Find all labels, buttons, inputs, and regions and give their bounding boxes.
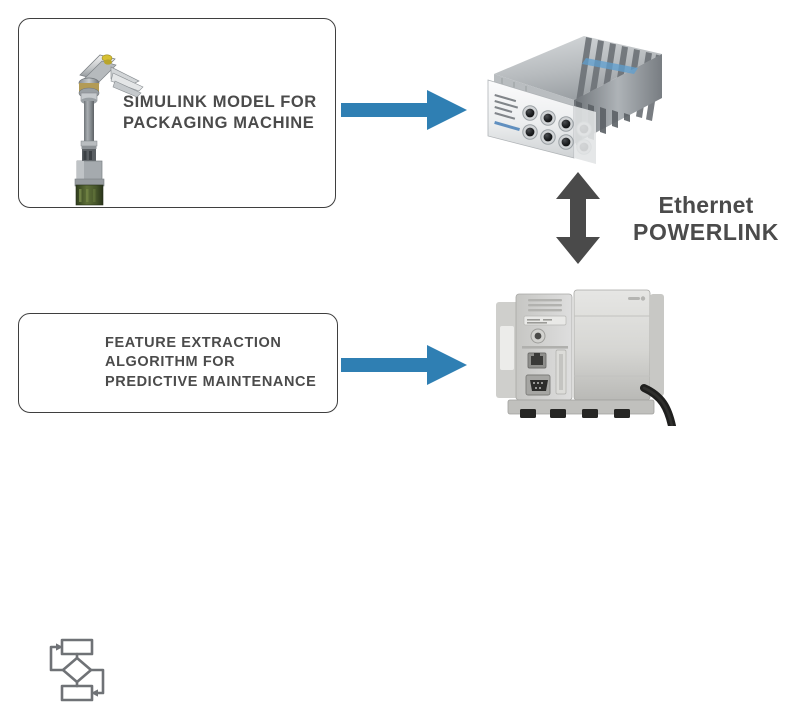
protocol-label-line2: POWERLINK [633, 219, 779, 246]
robot-actuator-icon [53, 41, 153, 207]
arrow-ethernet-powerlink [552, 172, 604, 264]
callout-feature-label: FEATURE EXTRACTION ALGORITHM FOR PREDICT… [105, 335, 317, 390]
callout-simulink-label: SIMULINK MODEL FOR PACKAGING MACHINE [123, 93, 317, 132]
arrow-feature-to-plc [341, 345, 467, 385]
flowchart-icon [43, 636, 109, 706]
callout-feature-extraction[interactable]: FEATURE EXTRACTION ALGORITHM FOR PREDICT… [18, 313, 338, 702]
protocol-label-line1: Ethernet [658, 192, 754, 218]
diagram-canvas: SIMULINK MODEL FOR PACKAGING MACHINE [18, 18, 796, 702]
arrow-simulink-to-target [341, 90, 467, 130]
protocol-label: Ethernet POWERLINK [616, 192, 796, 246]
realtime-target-machine [466, 28, 666, 170]
programmable-logic-controller [486, 280, 676, 430]
callout-simulink-model[interactable]: SIMULINK MODEL FOR PACKAGING MACHINE [18, 18, 336, 208]
